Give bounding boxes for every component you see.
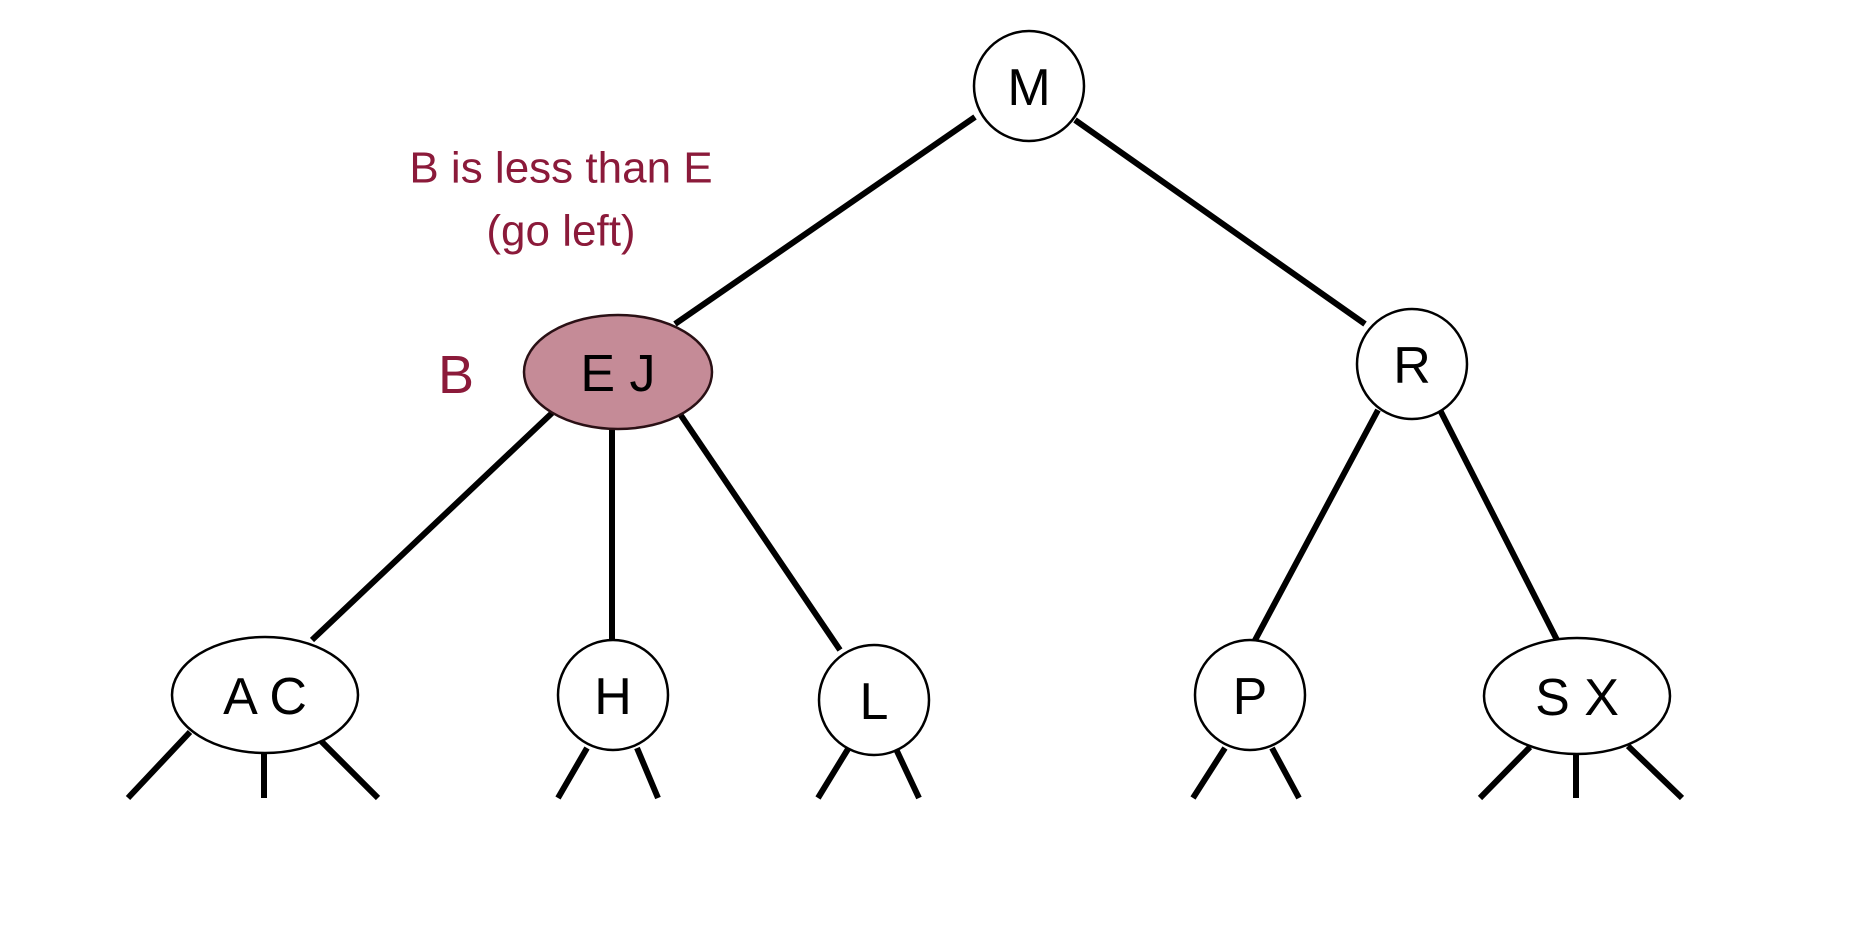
leaf-node-4-label: P	[1233, 668, 1268, 726]
comparison-annotation: B is less than E (go left)	[409, 144, 712, 256]
null-links	[125, 729, 1685, 801]
search-key-label: B	[438, 345, 474, 405]
tree-edges	[309, 114, 1560, 652]
leaf-node-3-label: L	[860, 673, 889, 731]
null-link	[555, 746, 590, 800]
null-link	[125, 729, 193, 801]
leaf-node-2: H	[556, 638, 670, 752]
node-left-internal-label: E J	[580, 345, 655, 403]
null-link	[1477, 744, 1533, 801]
null-link	[1190, 746, 1228, 800]
leaf-node-2-label: H	[594, 668, 632, 726]
annotation-line-1: B is less than E	[409, 144, 712, 193]
null-link	[1269, 746, 1302, 800]
edge-R-P	[1250, 408, 1381, 646]
node-right-internal: R	[1355, 307, 1469, 421]
node-left-internal: E J	[522, 313, 714, 431]
null-link	[893, 747, 922, 800]
node-root: M	[972, 29, 1086, 143]
edge-M-R	[1073, 117, 1367, 327]
leaf-node-4-circle	[1193, 638, 1307, 752]
leaf-node-5-ellipse	[1482, 636, 1672, 756]
null-link	[815, 747, 851, 800]
edge-R-SX	[1437, 408, 1560, 642]
leaf-node-5-label: S X	[1535, 669, 1619, 727]
leaf-node-1: A C	[170, 635, 360, 755]
node-left-internal-ellipse	[522, 313, 714, 431]
edge-EJ-L	[677, 412, 843, 652]
leaf-node-3-circle	[817, 643, 931, 757]
node-right-internal-circle	[1355, 307, 1469, 421]
leaf-node-2-circle	[556, 638, 670, 752]
null-link	[317, 737, 381, 801]
node-root-circle	[972, 29, 1086, 143]
leaf-node-1-label: A C	[223, 668, 307, 726]
leaf-node-4: P	[1193, 638, 1307, 752]
leaf-node-3: L	[817, 643, 931, 757]
edge-EJ-AC	[309, 410, 555, 643]
null-link	[1625, 743, 1685, 801]
leaf-node-5: S X	[1482, 636, 1672, 756]
leaf-node-1-ellipse	[170, 635, 360, 755]
edge-M-EJ	[673, 114, 977, 327]
node-root-label: M	[1007, 59, 1050, 117]
node-right-internal-label: R	[1393, 337, 1431, 395]
annotation-line-2: (go left)	[486, 207, 635, 256]
null-link	[634, 746, 661, 800]
